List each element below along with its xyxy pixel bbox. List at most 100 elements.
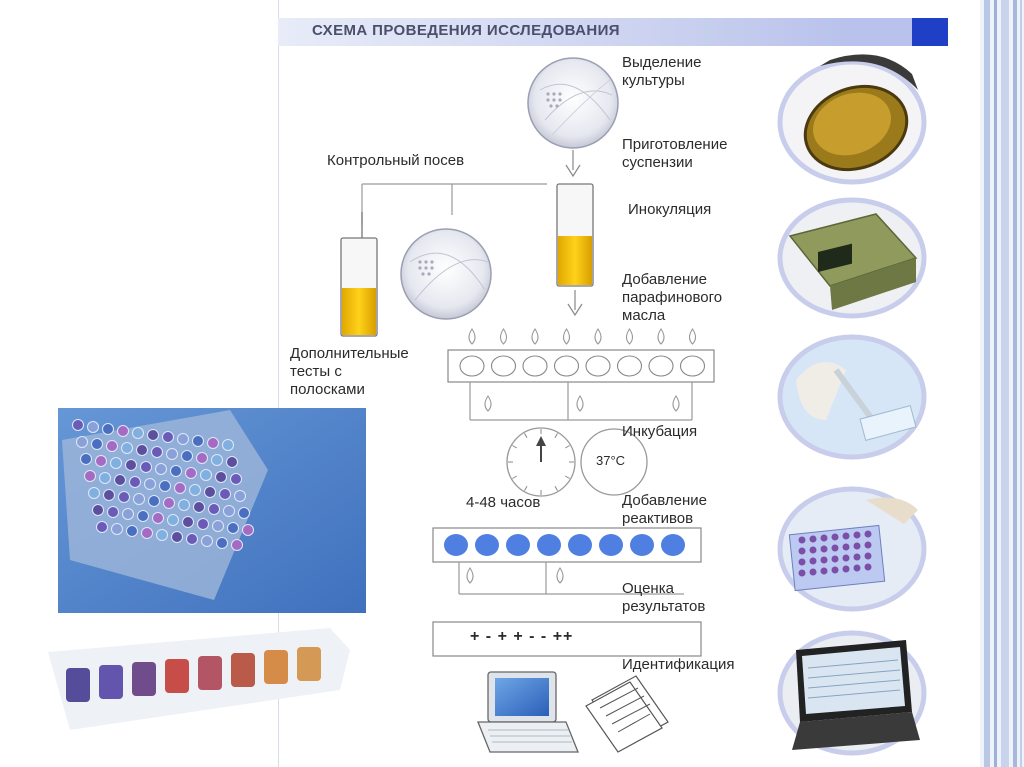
step-suspension: Приготовление суспензии (622, 136, 728, 171)
temperature-circle (580, 428, 648, 496)
label-additional-tests: Дополнительные тесты с полосками (290, 345, 409, 398)
microplate-well (92, 504, 104, 516)
well-strip-reagents (432, 527, 702, 563)
photo-pipette (777, 334, 927, 460)
plate-dot (831, 544, 839, 552)
drop-icon (625, 328, 634, 345)
microplate-well (174, 482, 186, 494)
microplate-well (91, 438, 103, 450)
diagram-title: СХЕМА ПРОВЕДЕНИЯ ИССЛЕДОВАНИЯ (312, 22, 620, 39)
arrow-down-icon (567, 290, 583, 317)
microplate-well (208, 503, 220, 515)
microplate-well (215, 471, 227, 483)
microplate-well (95, 455, 107, 467)
microplate-well (223, 505, 235, 517)
arrow-down-icon (565, 150, 581, 178)
plate-dot (809, 535, 817, 543)
microplate-well (107, 506, 119, 518)
microplate-well (171, 531, 183, 543)
plate-dot (842, 565, 850, 573)
microplate-well (186, 533, 198, 545)
drop-icon (594, 328, 602, 345)
test-tube-icon (340, 212, 378, 337)
microplate-well (96, 521, 108, 533)
reagents-bracket (458, 562, 684, 595)
microplate-well (201, 535, 213, 547)
microplate-well (231, 539, 243, 551)
microplate-well (80, 453, 92, 465)
microplate-well (136, 444, 148, 456)
strip-well (165, 659, 189, 693)
label-hours: 4-48 часов (466, 494, 541, 511)
clock-tick (564, 445, 570, 449)
step-isolation: Выделение культуры (622, 54, 702, 89)
microplate-well (84, 470, 96, 482)
drops-incubation (484, 395, 680, 412)
document-icon (585, 675, 669, 753)
microplate-well (211, 454, 223, 466)
photo-strip-wells (48, 628, 350, 730)
microplate-well (178, 499, 190, 511)
photo-microplate (58, 408, 366, 613)
microplate-well (121, 442, 133, 454)
microplate-well (125, 459, 137, 471)
blue-well (568, 534, 592, 556)
strip-well (297, 647, 321, 681)
microplate-well (182, 516, 194, 528)
plate-dot (831, 555, 839, 563)
strip-well (198, 656, 222, 690)
blue-well (661, 534, 685, 556)
microplate-well (163, 497, 175, 509)
microplate-well (88, 487, 100, 499)
plate-dot (820, 545, 828, 553)
microplate-well (219, 488, 231, 500)
microplate-well (103, 489, 115, 501)
microplate-well (242, 524, 254, 536)
drop-icon (556, 567, 564, 584)
microplate-well (192, 435, 204, 447)
well (585, 355, 611, 377)
microplate-well (87, 421, 99, 433)
microplate-well (177, 433, 189, 445)
drop-icon (657, 328, 665, 345)
clock-tick (524, 433, 528, 439)
well (648, 355, 674, 377)
plate-dot (831, 566, 839, 574)
microplate-well (155, 463, 167, 475)
test-tube-icon (556, 183, 594, 287)
microplate-well (212, 520, 224, 532)
blue-well (537, 534, 561, 556)
laptop-icon (477, 671, 579, 753)
microplate-well (110, 457, 122, 469)
well (490, 355, 517, 377)
microplate-well (133, 493, 145, 505)
blue-well (444, 534, 468, 556)
microplate-well (114, 474, 126, 486)
microplate-well (185, 467, 197, 479)
step-evaluation: Оценка результатов (622, 580, 706, 615)
clock-tick (564, 475, 570, 479)
plate-dot (798, 569, 806, 577)
photo-petri-hand (777, 54, 927, 185)
photo-plate-hand (777, 486, 927, 612)
plate-dot (809, 557, 817, 565)
step-incubation: Инкубация (622, 423, 698, 440)
microplate-well (234, 490, 246, 502)
microplate-well (148, 495, 160, 507)
microplate-well (126, 525, 138, 537)
microplate-well (117, 425, 129, 437)
title-bar-accent (912, 18, 948, 46)
plate-dot (798, 558, 806, 566)
microplate-well (197, 518, 209, 530)
microplate-well (181, 450, 193, 462)
blue-well (475, 534, 499, 556)
plate-dot (853, 531, 861, 539)
drops-row (468, 328, 697, 345)
strip-well (231, 653, 255, 687)
right-decorative-stripes (980, 0, 1024, 767)
microplate-well (132, 427, 144, 439)
branch-lines (361, 183, 547, 225)
plate-dot (864, 541, 872, 549)
results-signs: + - + + - - ++ (470, 628, 574, 645)
strip-well (66, 668, 90, 702)
